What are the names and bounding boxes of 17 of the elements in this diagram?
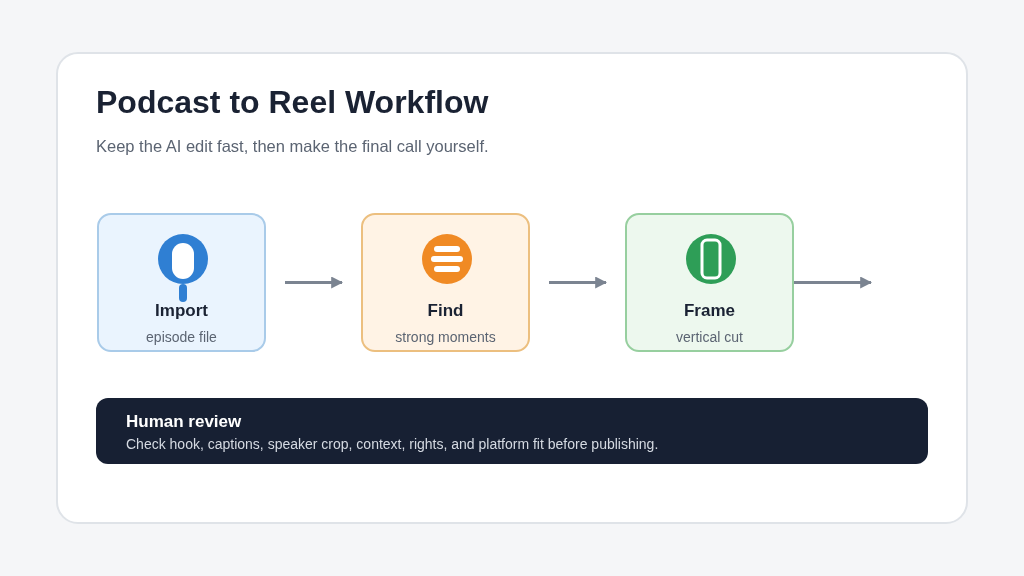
process-box <box>97 213 266 352</box>
step-description: strong moments <box>395 329 496 345</box>
process-box <box>361 213 530 352</box>
step-description: vertical cut <box>676 329 743 345</box>
banner-title: Human review <box>126 412 242 432</box>
review-banner <box>96 398 928 464</box>
step-title: Import <box>155 301 208 321</box>
title: Podcast to Reel Workflow <box>96 84 489 121</box>
process-box <box>625 213 794 352</box>
arrow <box>285 276 344 289</box>
banner-text: Check hook, captions, speaker crop, context, rights, and platform fit before publishing. <box>126 436 659 452</box>
step-title: Frame <box>684 301 735 321</box>
step-title: Find <box>427 301 464 321</box>
arrow <box>549 276 608 289</box>
step-description: episode file <box>146 329 217 345</box>
arrow <box>794 276 873 289</box>
subtitle: Keep the AI edit fast, then make the final call yourself. <box>96 137 489 156</box>
